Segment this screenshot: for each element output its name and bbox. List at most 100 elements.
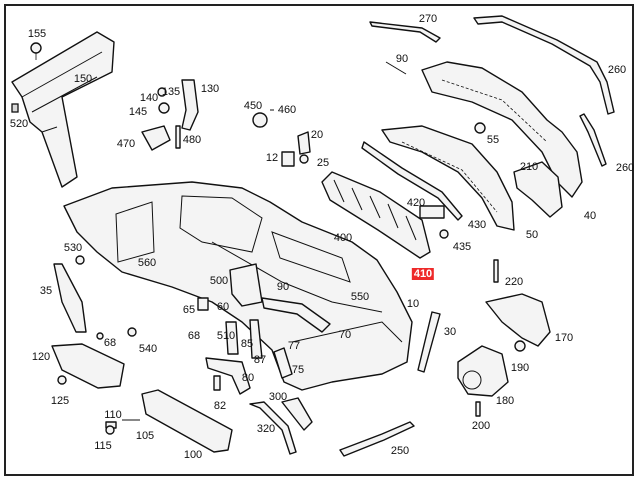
part-480-pin	[175, 125, 181, 149]
part-70-bracket	[261, 297, 331, 333]
part-260-strip-lower	[579, 113, 607, 167]
label-500: 500	[209, 275, 229, 287]
part-400-carrier	[321, 171, 431, 259]
label-55: 55	[486, 134, 500, 146]
label-115: 115	[94, 440, 112, 452]
part-75-bracket	[273, 347, 293, 379]
label-480: 480	[182, 134, 202, 146]
label-550: 550	[350, 291, 370, 303]
part-180-housing	[457, 345, 509, 397]
label-70: 70	[338, 329, 352, 341]
part-190-clip	[514, 340, 526, 352]
part-65-clip	[197, 297, 209, 311]
part-120-bracket	[51, 343, 125, 389]
label-68-left: 68	[103, 337, 117, 349]
part-470-cover	[141, 125, 171, 151]
label-190: 190	[510, 362, 530, 374]
part-55-clip	[474, 122, 486, 134]
part-420-block	[419, 205, 445, 219]
label-135: 135	[161, 86, 181, 98]
label-260-top: 260	[607, 64, 627, 76]
label-435: 435	[452, 241, 472, 253]
label-540: 540	[138, 343, 158, 355]
label-35: 35	[39, 285, 53, 297]
label-170: 170	[554, 332, 574, 344]
label-120: 120	[31, 351, 51, 363]
label-30: 30	[443, 326, 457, 338]
part-540-screw	[127, 327, 137, 337]
diagram-frame: 155 150 520 140 135 130 145 470 480 450 …	[4, 4, 634, 476]
part-85-bracket	[249, 319, 263, 359]
label-220: 220	[504, 276, 524, 288]
part-30-strip	[417, 311, 441, 373]
label-50: 50	[525, 229, 539, 241]
label-510: 510	[216, 330, 236, 342]
part-145-grommet	[158, 102, 170, 114]
part-diffuser-upper	[421, 61, 583, 198]
label-155: 155	[27, 28, 47, 40]
label-100: 100	[183, 449, 203, 461]
label-180: 180	[495, 395, 515, 407]
part-150-bracket	[11, 31, 115, 188]
part-220-bolt	[493, 259, 499, 283]
label-460: 460	[277, 104, 297, 116]
label-40: 40	[583, 210, 597, 222]
label-110: 110	[104, 409, 122, 421]
part-25-clip	[299, 154, 309, 164]
label-130: 130	[200, 83, 220, 95]
label-420: 420	[406, 197, 426, 209]
label-450: 450	[243, 100, 263, 112]
label-270: 270	[418, 13, 438, 25]
part-115-nut	[105, 425, 115, 435]
label-300: 300	[268, 391, 288, 403]
label-10: 10	[406, 298, 420, 310]
part-520-screw	[11, 103, 19, 113]
part-12-sensor	[281, 151, 295, 167]
label-560: 560	[137, 257, 157, 269]
part-82-clip	[213, 375, 221, 391]
label-140: 140	[139, 92, 159, 104]
label-68-mid: 68	[187, 330, 201, 342]
part-200-bolt	[475, 401, 481, 417]
part-260-strip-upper	[473, 15, 615, 115]
label-210: 210	[519, 161, 539, 173]
part-210-bracket	[513, 161, 563, 218]
label-430: 430	[467, 219, 487, 231]
label-200: 200	[471, 420, 491, 432]
label-410-highlighted: 410	[411, 268, 435, 280]
label-530: 530	[63, 242, 83, 254]
label-85: 85	[240, 338, 254, 350]
label-12: 12	[265, 152, 279, 164]
part-170-bracket	[485, 293, 551, 347]
label-400: 400	[333, 232, 353, 244]
label-105: 105	[135, 430, 155, 442]
part-40-strip	[361, 141, 463, 221]
label-75: 75	[291, 364, 305, 376]
label-87: 87	[253, 354, 267, 366]
parts-diagram	[11, 15, 615, 457]
part-68-clip	[96, 332, 104, 340]
part-510-bracket	[225, 321, 239, 355]
label-470: 470	[116, 138, 136, 150]
label-80: 80	[241, 372, 255, 384]
label-125: 125	[50, 395, 70, 407]
label-320: 320	[256, 423, 276, 435]
part-20-bracket	[297, 131, 311, 155]
label-145: 145	[128, 106, 148, 118]
part-530-screw	[75, 255, 85, 265]
label-60: 60	[216, 301, 230, 313]
label-20: 20	[310, 129, 324, 141]
label-77: 77	[287, 340, 301, 352]
label-250: 250	[390, 445, 410, 457]
part-300-bracket	[281, 397, 313, 431]
part-155-clip	[30, 42, 42, 54]
part-130-bracket	[181, 79, 199, 131]
part-140-nut	[157, 87, 167, 97]
part-450-clip	[252, 112, 268, 128]
label-150: 150	[73, 73, 93, 85]
part-500-bracket	[229, 263, 263, 307]
part-diffuser-lower	[381, 125, 515, 231]
label-520: 520	[9, 118, 29, 130]
label-25: 25	[316, 157, 330, 169]
label-65: 65	[182, 304, 196, 316]
